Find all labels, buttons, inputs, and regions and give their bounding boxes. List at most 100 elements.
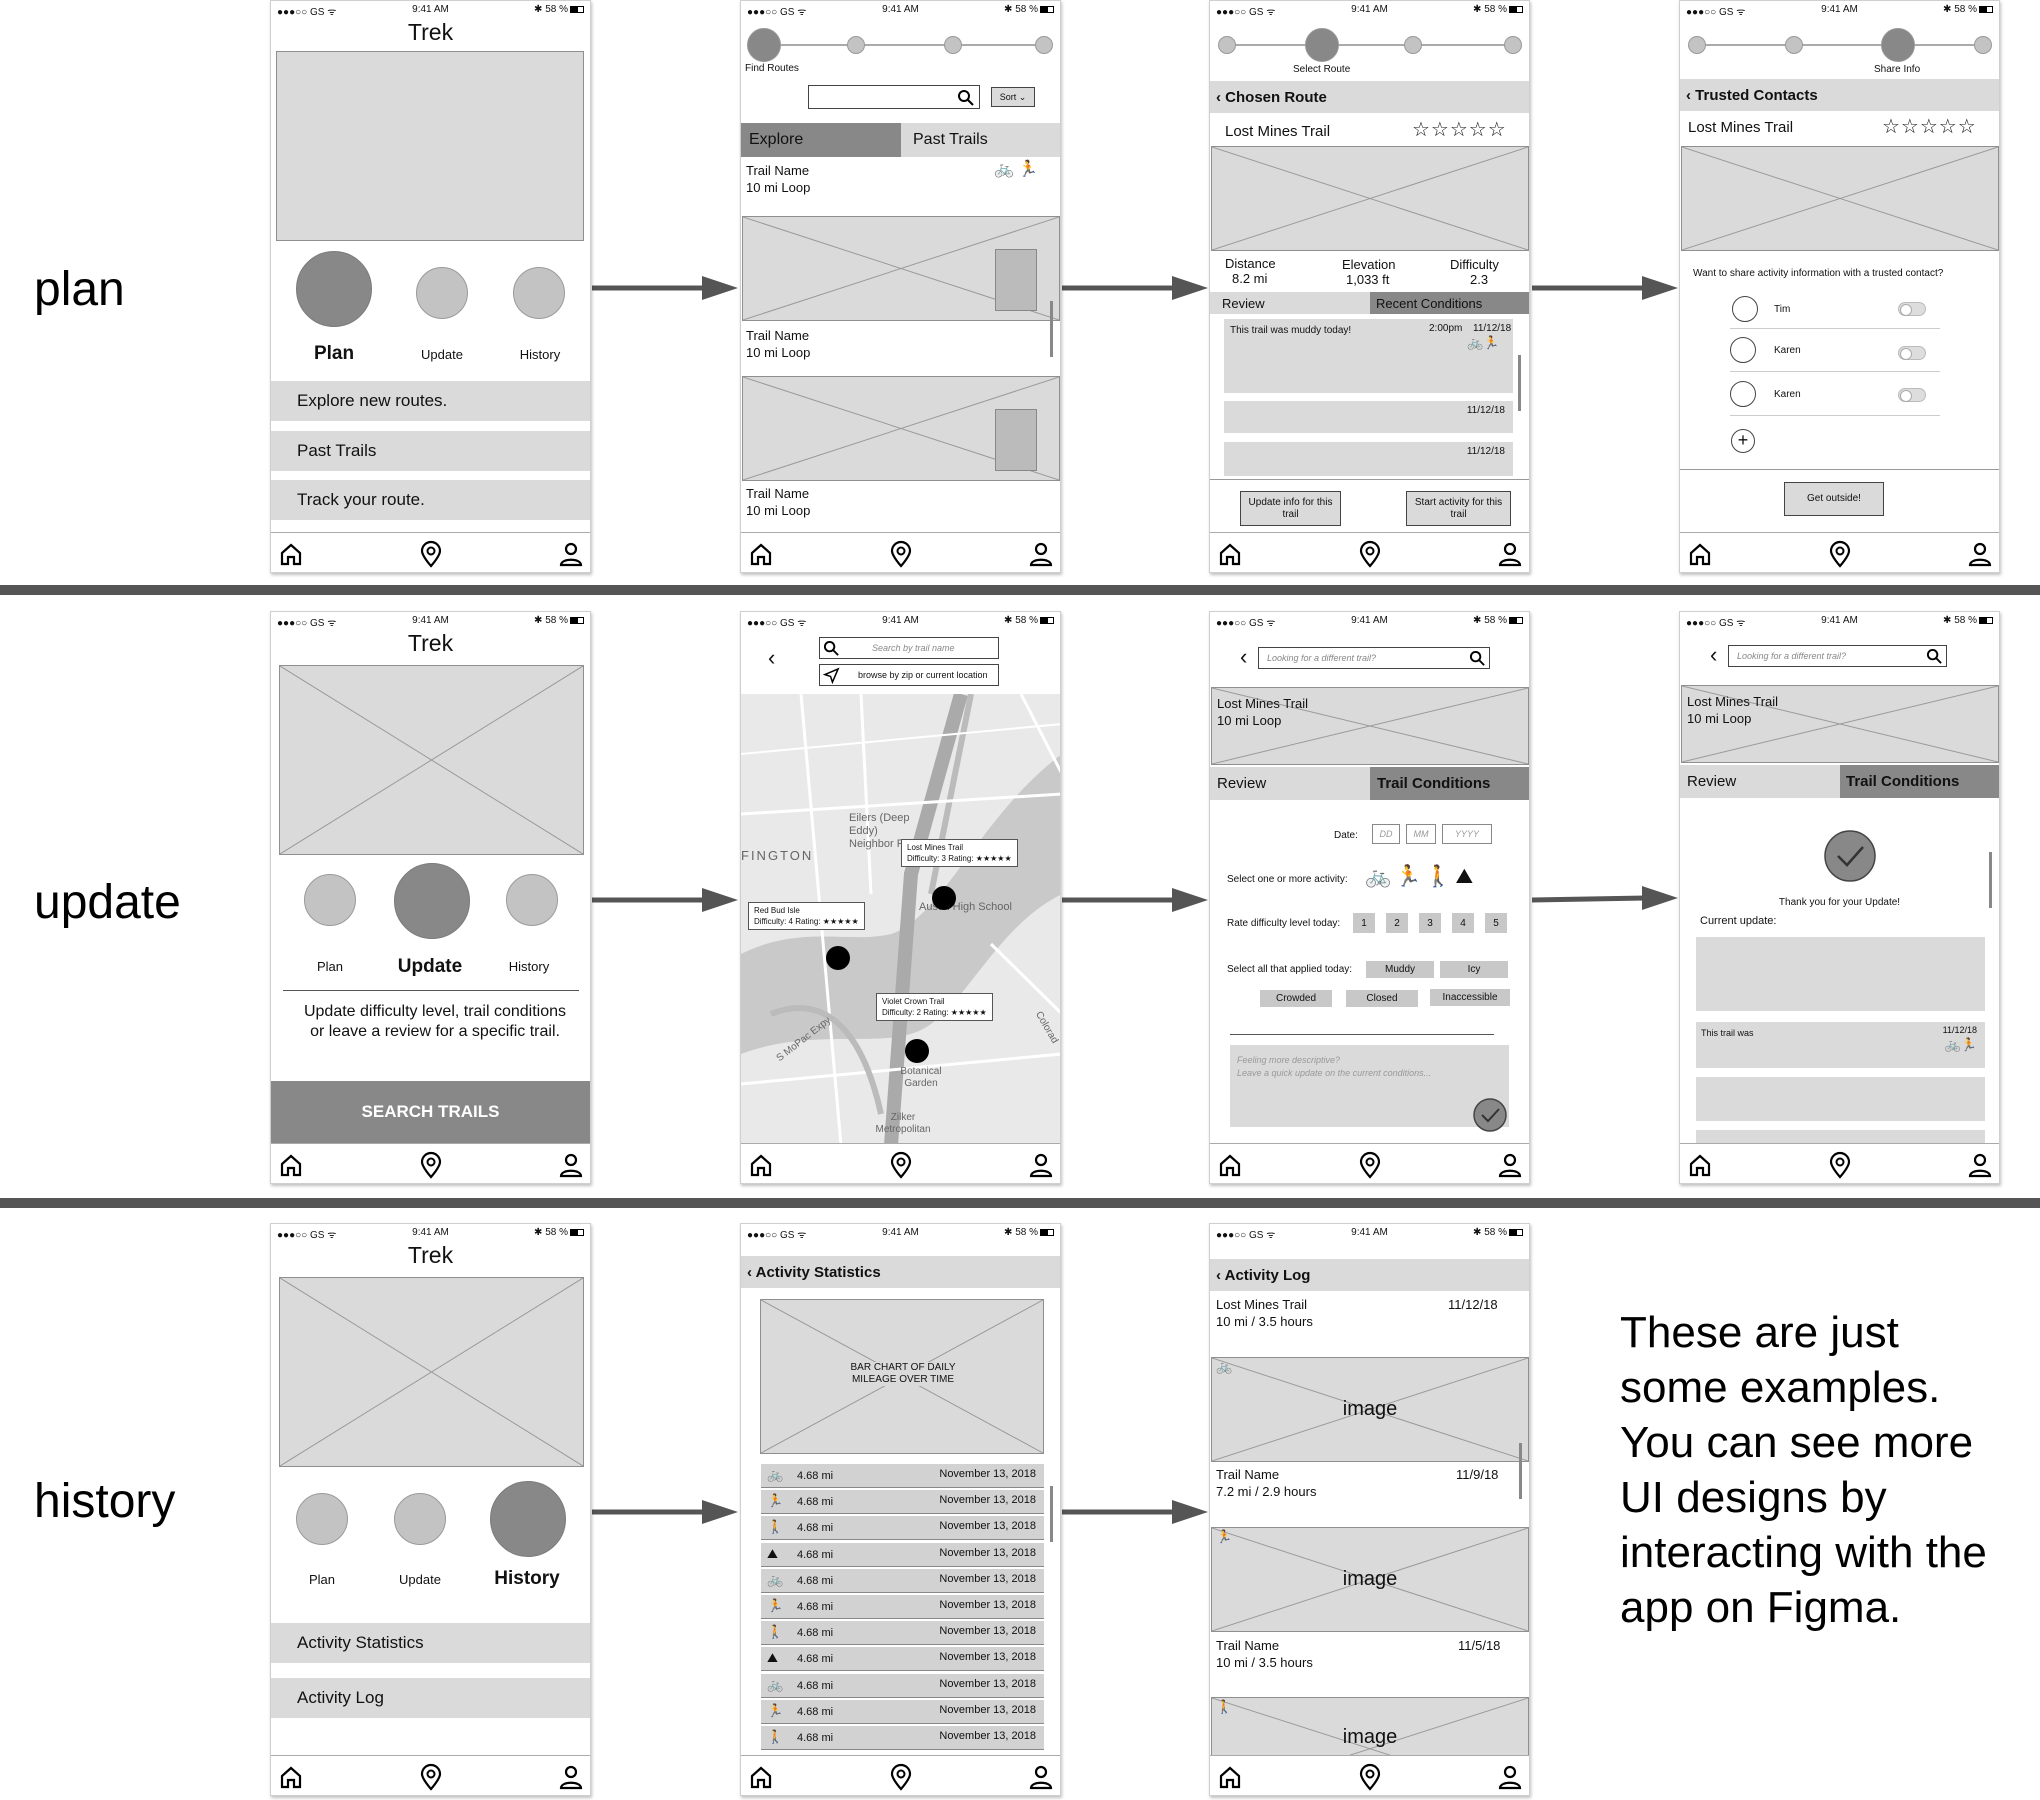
share-toggle[interactable] bbox=[1898, 346, 1926, 360]
tab-past-trails[interactable]: Past Trails bbox=[901, 123, 1060, 157]
year-input[interactable]: YYYY bbox=[1442, 824, 1492, 844]
menu-item-past-trails[interactable]: Past Trails bbox=[271, 431, 590, 471]
home-icon[interactable] bbox=[277, 1151, 305, 1179]
condition-card[interactable]: This trail was muddy today! 2:00pm 11/12… bbox=[1224, 319, 1513, 393]
plan-circle-button[interactable] bbox=[296, 251, 372, 327]
scrollbar[interactable] bbox=[1518, 355, 1521, 411]
profile-icon[interactable] bbox=[1027, 1763, 1055, 1791]
back-icon[interactable]: ‹ bbox=[768, 645, 776, 670]
tab-review[interactable]: Review bbox=[1210, 767, 1370, 800]
tab-trail-conditions[interactable]: Trail Conditions bbox=[1840, 765, 1999, 798]
menu-item-activity-log[interactable]: Activity Log bbox=[271, 1678, 590, 1718]
rating-stars[interactable]: ☆☆☆☆☆ bbox=[1412, 119, 1507, 141]
back-icon[interactable]: ‹ bbox=[1240, 644, 1248, 669]
add-contact-button[interactable]: + bbox=[1731, 429, 1755, 453]
difficulty-2[interactable]: 2 bbox=[1386, 913, 1408, 933]
difficulty-1[interactable]: 1 bbox=[1353, 913, 1375, 933]
tab-explore[interactable]: Explore bbox=[741, 123, 901, 157]
search-input[interactable] bbox=[808, 85, 980, 109]
search-trails-button[interactable]: SEARCH TRAILS bbox=[271, 1081, 590, 1143]
home-icon[interactable] bbox=[1686, 540, 1714, 568]
location-pin-icon[interactable] bbox=[1356, 1151, 1384, 1179]
update-entry-card[interactable]: This trail was 11/12/18 🚲🏃 bbox=[1696, 1022, 1985, 1068]
difficulty-5[interactable]: 5 bbox=[1485, 913, 1507, 933]
profile-icon[interactable] bbox=[1496, 1151, 1524, 1179]
hike-icon[interactable]: 🚶 bbox=[1425, 865, 1456, 888]
plan-circle-button[interactable] bbox=[304, 874, 356, 926]
back-icon[interactable]: ‹ bbox=[1710, 642, 1718, 667]
home-icon[interactable] bbox=[1216, 1151, 1244, 1179]
profile-icon[interactable] bbox=[557, 1763, 585, 1791]
menu-item-track-route[interactable]: Track your route. bbox=[271, 480, 590, 520]
chip-icy[interactable]: Icy bbox=[1440, 961, 1508, 978]
profile-icon[interactable] bbox=[1027, 540, 1055, 568]
scrollbar[interactable] bbox=[1989, 852, 1992, 908]
condition-card[interactable]: 11/12/18 bbox=[1224, 401, 1513, 433]
profile-icon[interactable] bbox=[1966, 540, 1994, 568]
location-pin-icon[interactable] bbox=[417, 1151, 445, 1179]
conditions-textarea[interactable]: Feeling more descriptive? Leave a quick … bbox=[1230, 1045, 1509, 1132]
location-pin-icon[interactable] bbox=[1826, 540, 1854, 568]
sort-button[interactable]: Sort ⌄ bbox=[991, 87, 1035, 107]
profile-icon[interactable] bbox=[1966, 1151, 1994, 1179]
history-circle-button[interactable] bbox=[513, 267, 565, 319]
get-outside-button[interactable]: Get outside! bbox=[1784, 482, 1884, 516]
home-icon[interactable] bbox=[1216, 1763, 1244, 1791]
profile-icon[interactable] bbox=[557, 540, 585, 568]
bike-icon[interactable]: 🚲 bbox=[1365, 865, 1396, 888]
log-entry-image[interactable]: 🏃 image bbox=[1211, 1527, 1529, 1632]
history-circle-button[interactable] bbox=[506, 874, 558, 926]
back-icon[interactable]: ‹ bbox=[1216, 89, 1226, 106]
map-pin[interactable] bbox=[905, 1039, 929, 1063]
scrollbar[interactable] bbox=[1519, 1443, 1522, 1499]
menu-item-explore[interactable]: Explore new routes. bbox=[271, 381, 590, 421]
update-circle-button[interactable] bbox=[394, 1493, 446, 1545]
location-pin-icon[interactable] bbox=[1356, 1763, 1384, 1791]
home-icon[interactable] bbox=[277, 540, 305, 568]
map-view[interactable]: FINGTON Eilers (Deep Eddy) Neighbor Park… bbox=[741, 694, 1060, 1145]
back-icon[interactable]: ‹ bbox=[747, 1264, 756, 1281]
tab-recent-conditions[interactable]: Recent Conditions bbox=[1370, 292, 1529, 314]
update-circle-button[interactable] bbox=[416, 267, 468, 319]
difficulty-3[interactable]: 3 bbox=[1419, 913, 1441, 933]
trail-search-input[interactable]: Looking for a different trail? bbox=[1728, 645, 1947, 667]
home-icon[interactable] bbox=[747, 1151, 775, 1179]
update-circle-button[interactable] bbox=[394, 863, 470, 939]
scrollbar[interactable] bbox=[1050, 301, 1053, 357]
back-icon[interactable]: ‹ bbox=[1686, 87, 1696, 104]
location-pin-icon[interactable] bbox=[1356, 540, 1384, 568]
chip-muddy[interactable]: Muddy bbox=[1366, 961, 1434, 978]
location-pin-icon[interactable] bbox=[887, 1151, 915, 1179]
log-entry-image[interactable]: 🚶 image bbox=[1211, 1697, 1529, 1757]
plan-circle-button[interactable] bbox=[296, 1493, 348, 1545]
home-icon[interactable] bbox=[277, 1763, 305, 1791]
condition-card[interactable]: 11/12/18 bbox=[1224, 442, 1513, 476]
history-circle-button[interactable] bbox=[490, 1481, 566, 1557]
scrollbar[interactable] bbox=[1050, 1486, 1053, 1542]
menu-item-activity-statistics[interactable]: Activity Statistics bbox=[271, 1623, 590, 1663]
location-pin-icon[interactable] bbox=[887, 540, 915, 568]
profile-icon[interactable] bbox=[1496, 1763, 1524, 1791]
chip-inaccessible[interactable]: Inaccessible bbox=[1430, 989, 1510, 1006]
tab-trail-conditions[interactable]: Trail Conditions bbox=[1370, 767, 1529, 800]
location-pin-icon[interactable] bbox=[1826, 1151, 1854, 1179]
trail-image[interactable] bbox=[742, 216, 1060, 321]
trail-image[interactable] bbox=[742, 376, 1060, 481]
update-entry-card[interactable] bbox=[1696, 1077, 1985, 1121]
rating-stars[interactable]: ☆☆☆☆☆ bbox=[1882, 116, 1977, 138]
tab-review[interactable]: Review bbox=[1210, 292, 1370, 314]
chip-closed[interactable]: Closed bbox=[1346, 990, 1418, 1007]
log-entry-image[interactable]: 🚲 image bbox=[1211, 1357, 1529, 1462]
run-icon[interactable]: 🏃 bbox=[1395, 865, 1426, 888]
